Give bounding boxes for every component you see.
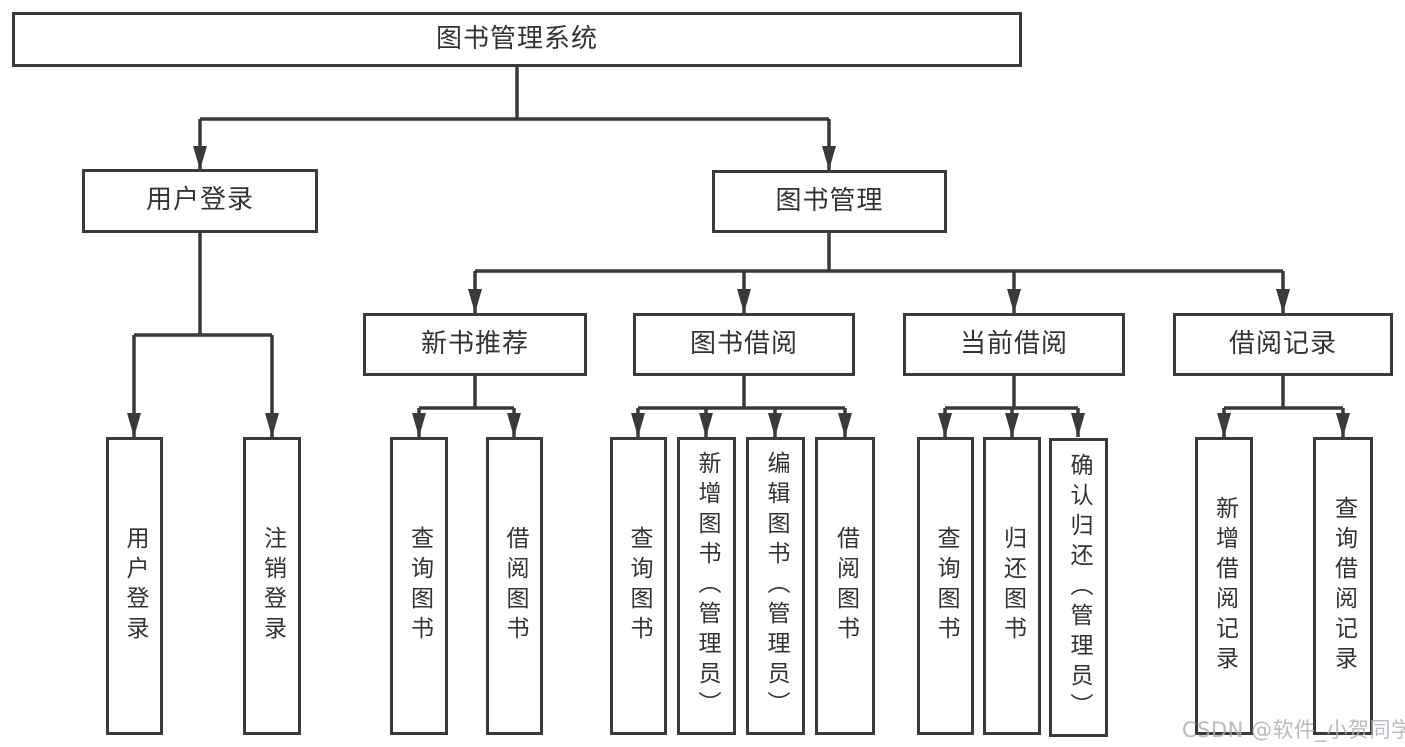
node-label: 用户登录 [122, 526, 148, 646]
csdn-watermark: CSDN @软件_小贺同学 [1182, 718, 1405, 742]
node-label: 新增借阅记录 [1211, 496, 1238, 676]
node-current-borrowing: 当前借阅 [903, 313, 1125, 376]
node-library-management-system: 图书管理系统 [12, 12, 1022, 67]
node-leaf-borrow-books-2: 借阅图书 [815, 437, 875, 735]
node-leaf-query-books-1: 查询图书 [390, 437, 448, 735]
node-leaf-edit-book-admin: 编辑图书（管理员） [746, 437, 805, 735]
node-label: 确认归还（管理员） [1066, 452, 1092, 723]
node-leaf-add-borrow-record: 新增借阅记录 [1195, 437, 1253, 735]
node-label: 借阅图书 [832, 526, 859, 646]
node-leaf-query-books-2: 查询图书 [610, 437, 667, 735]
node-book-management: 图书管理 [712, 170, 947, 233]
node-label: 当前借阅 [959, 328, 1068, 359]
node-label: 查询借阅记录 [1330, 496, 1357, 676]
node-label: 查询图书 [933, 526, 959, 646]
node-book-borrowing: 图书借阅 [633, 313, 855, 376]
node-label: 图书管理系统 [435, 23, 598, 54]
node-leaf-query-borrow-record: 查询借阅记录 [1313, 437, 1373, 735]
node-label: 新增图书（管理员） [694, 451, 720, 721]
node-label: 归还图书 [999, 526, 1026, 646]
node-label: 查询图书 [626, 526, 652, 646]
node-label: 查询图书 [406, 526, 433, 646]
node-label: 图书管理 [775, 185, 884, 216]
node-user-login: 用户登录 [82, 169, 318, 233]
node-label: 用户登录 [145, 185, 254, 216]
node-label: 图书借阅 [689, 328, 798, 359]
node-leaf-borrow-books-1: 借阅图书 [486, 437, 543, 735]
node-leaf-add-book-admin: 新增图书（管理员） [677, 437, 736, 735]
node-leaf-query-books-3: 查询图书 [917, 437, 974, 735]
node-label: 编辑图书（管理员） [763, 451, 789, 721]
node-new-book-recommendation: 新书推荐 [363, 313, 587, 376]
arrowheads [127, 146, 1350, 437]
node-leaf-confirm-return-admin: 确认归还（管理员） [1049, 438, 1108, 737]
node-leaf-user-login: 用户登录 [106, 437, 163, 735]
node-label: 借阅图书 [502, 526, 528, 646]
node-label: 借阅记录 [1228, 328, 1337, 359]
connector-lines [132, 67, 1345, 437]
node-label: 新书推荐 [420, 328, 529, 359]
node-leaf-return-books: 归还图书 [983, 437, 1041, 735]
node-leaf-logout: 注销登录 [243, 437, 301, 735]
node-borrowing-records: 借阅记录 [1173, 313, 1393, 376]
node-label: 注销登录 [259, 526, 286, 646]
